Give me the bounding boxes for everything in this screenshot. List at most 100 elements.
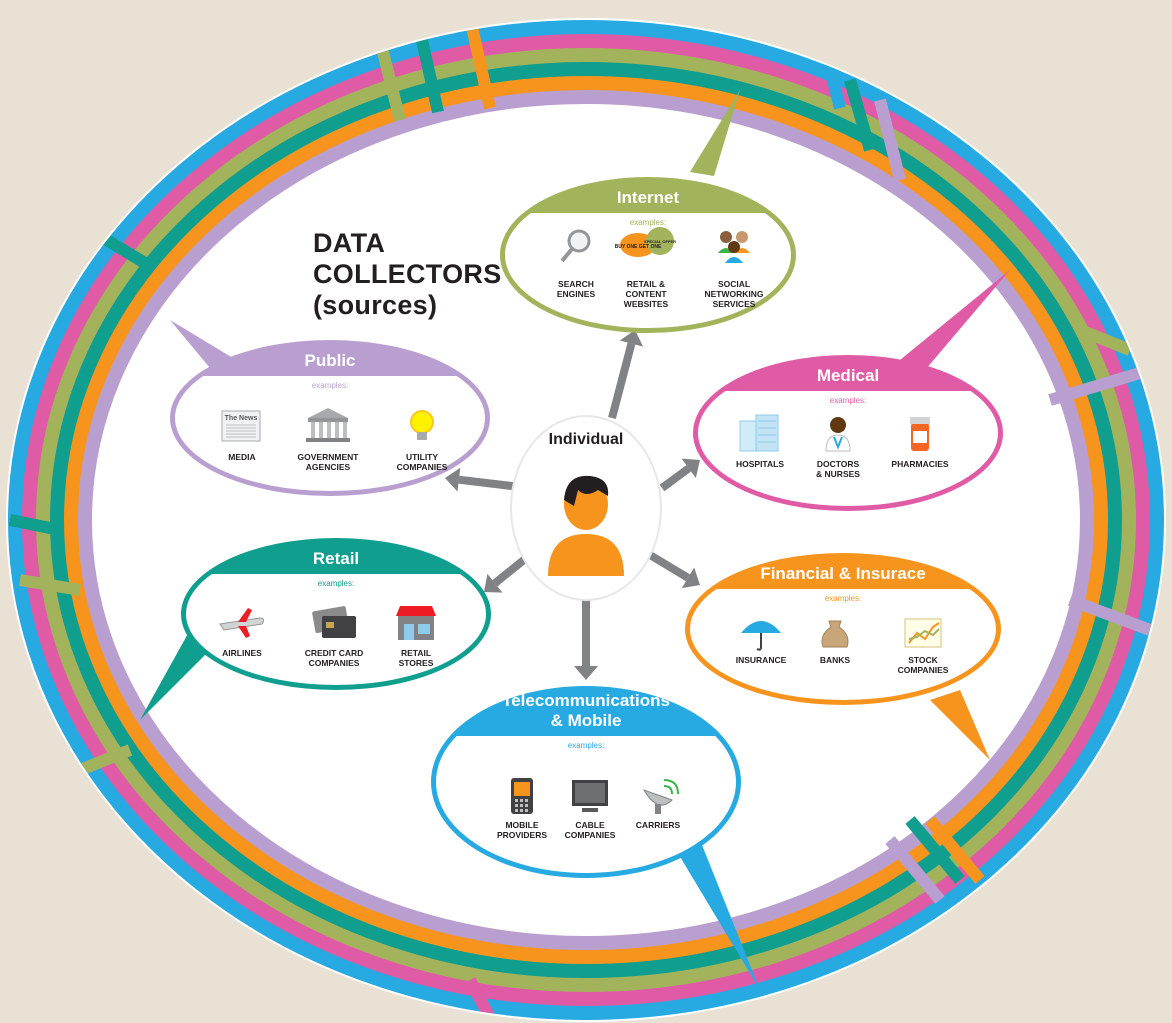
ring-band-8 [1048, 364, 1152, 406]
item-label-internet-0-1: ENGINES [557, 289, 596, 299]
individual-label: Individual [549, 431, 624, 448]
special-badge: SPECIAL OFFER [644, 239, 676, 244]
buy-one-badge: BUY ONE GET ONE [615, 244, 662, 250]
ring-band-11 [1067, 594, 1153, 636]
item-label-financial-2-0: STOCK [908, 655, 938, 665]
item-label-retail-2-0: RETAIL [401, 648, 431, 658]
bubble-connector-0 [690, 90, 740, 176]
item-label-medical-0-0: HOSPITALS [736, 459, 784, 469]
ring-band-1 [464, 20, 496, 110]
airplane-icon [219, 608, 265, 638]
storefront-icon [396, 606, 436, 640]
item-label-internet-0-0: SEARCH [558, 279, 594, 289]
ring-band-9 [8, 514, 62, 536]
ring-band-12 [77, 744, 133, 776]
ring-band-15 [885, 836, 945, 904]
government-building-icon [306, 408, 350, 442]
item-label-financial-1-0: BANKS [820, 655, 851, 665]
arrow-shaft-0 [608, 342, 636, 420]
item-label-telecom-1-1: COMPANIES [565, 830, 616, 840]
arrow-head-0 [619, 330, 644, 347]
person-hair [564, 475, 609, 506]
item-label-financial-0-0: INSURANCE [736, 655, 787, 665]
title-line-1: DATA [313, 228, 386, 258]
item-label-telecom-1-0: CABLE [575, 820, 605, 830]
arrow-shaft-2 [659, 465, 692, 492]
item-label-telecom-0-0: MOBILE [505, 820, 538, 830]
arrow-head-1 [445, 467, 461, 492]
examples-label-telecom: examples: [568, 741, 604, 750]
bubble-title-financial: Financial & Insurace [760, 564, 925, 583]
ring-band-10 [19, 574, 81, 596]
bubble-financial: Financial & Insurace examples: INSURANCE BA… [685, 553, 1001, 705]
ring-2 [36, 48, 1136, 992]
person-body [548, 534, 624, 576]
item-label-internet-2-0: SOCIAL [718, 279, 750, 289]
item-label-internet-2-2: SERVICES [713, 299, 756, 309]
item-label-medical-2-0: PHARMACIES [891, 459, 948, 469]
diagram-title: DATA COLLECTORS (sources) [313, 228, 502, 321]
magnifier-icon [560, 229, 591, 263]
item-label-public-1-1: AGENCIES [306, 462, 351, 472]
tv-monitor-icon [572, 780, 608, 812]
examples-label-medical: examples: [830, 396, 866, 405]
bubble-connector-4 [930, 690, 990, 760]
item-label-internet-2-1: NETWORKING [704, 289, 763, 299]
item-label-retail-1-1: COMPANIES [309, 658, 360, 668]
bubble-medical: Medical examples: HOSPITALS DOCTORS& NURSES… [693, 355, 1003, 511]
title-line-2: COLLECTORS [313, 259, 502, 289]
bubble-connector-2 [900, 270, 1010, 376]
examples-label-internet: examples: [630, 218, 666, 227]
bubble-connector-5 [670, 840, 760, 990]
item-label-retail-1-0: CREDIT CARD [305, 648, 364, 658]
bubble-title-retail: Retail [313, 549, 359, 568]
satellite-dish-icon [642, 779, 679, 814]
item-label-medical-1-0: DOCTORS [817, 459, 860, 469]
mobile-phone-icon [511, 778, 533, 814]
examples-label-public: examples: [312, 381, 348, 390]
item-label-internet-1-0: RETAIL & [627, 279, 665, 289]
item-label-internet-1-2: WEBSITES [624, 299, 669, 309]
ring-band-4 [844, 78, 876, 152]
arrow-head-2 [681, 458, 700, 478]
arrow-head-5 [574, 666, 598, 680]
item-label-retail-2-1: STORES [399, 658, 434, 668]
pill-bottle-icon [910, 417, 930, 451]
arrow-shaft-4 [647, 551, 691, 582]
item-label-telecom-2-0: CARRIERS [636, 820, 681, 830]
bubble-title-public: Public [304, 351, 355, 370]
item-label-public-2-0: UTILITY [406, 452, 438, 462]
ring-band-2 [374, 38, 406, 122]
arrow-head-4 [681, 567, 700, 589]
bubble-title-telecom-1: & Mobile [551, 711, 622, 730]
credit-card-icon [312, 606, 356, 638]
bubble-title-medical: Medical [817, 366, 879, 385]
individual-node: Individual [510, 415, 662, 601]
item-label-telecom-0-1: PROVIDERS [497, 830, 547, 840]
light-bulb-icon [410, 410, 434, 440]
bubble-title-telecom-0: Telecommunications [502, 691, 670, 710]
item-label-medical-1-1: & NURSES [816, 469, 860, 479]
item-label-financial-2-1: COMPANIES [898, 665, 949, 675]
bubble-connector-3 [140, 630, 220, 720]
people-group-icon [718, 231, 750, 263]
bubble-title-internet: Internet [617, 188, 680, 207]
ring-band-14 [925, 816, 985, 884]
newspaper-masthead: The News [225, 415, 258, 422]
bubble-telecom: Telecommunications& Mobile examples: MOBIL… [431, 686, 741, 878]
hospital-building-icon [739, 414, 779, 452]
money-bag-icon [821, 620, 849, 648]
umbrella-icon [741, 621, 781, 651]
item-label-public-0-0: MEDIA [228, 452, 255, 462]
examples-label-financial: examples: [825, 594, 861, 603]
stock-chart-icon [904, 618, 942, 648]
item-label-public-1-0: GOVERNMENT [298, 452, 360, 462]
ring-band-5 [874, 98, 906, 182]
item-label-internet-1-1: CONTENT [625, 289, 667, 299]
